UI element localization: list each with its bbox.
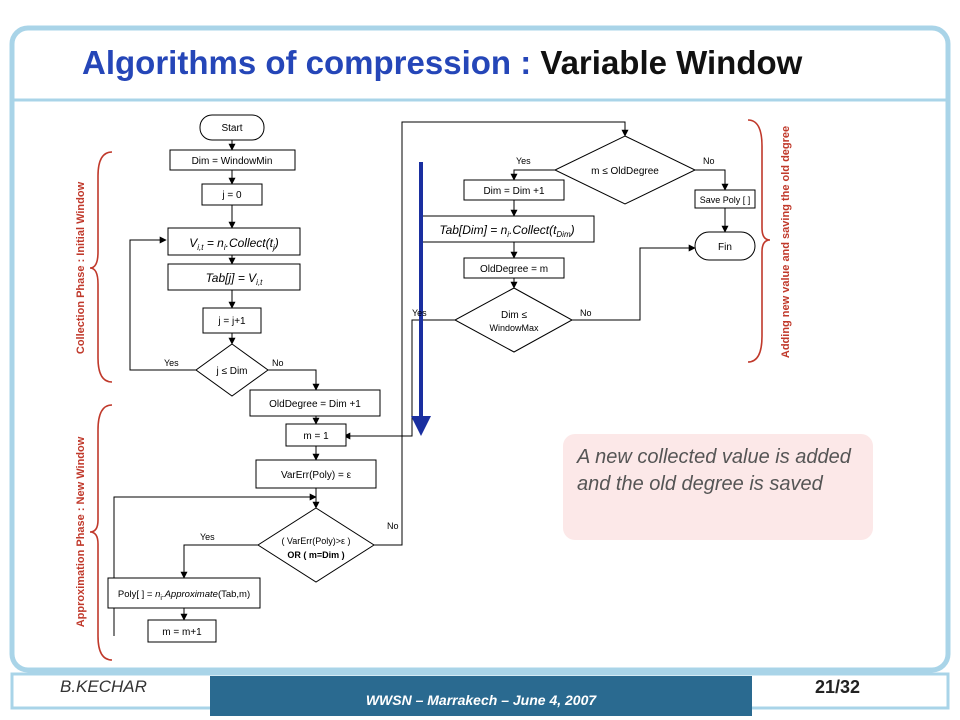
callout-note: A new collected value is added and the o… [563,434,873,540]
adding-phase-label: Adding new value and saving the old degr… [780,126,792,358]
yes-label: Yes [516,156,531,166]
save-poly-box [694,189,756,209]
varerr-label: VarErr(Poly) = ε [281,470,352,481]
dim-windowmin-label: Dim = WindowMin [192,156,273,167]
no-label: No [580,308,592,318]
old-eq-m-label: OldDegree = m [480,264,548,275]
approx-formula: Poly[ ] = ni.Approximate(Tab,m) [118,589,250,602]
m1-label: m = 1 [303,431,329,442]
m-le-old-label: m ≤ OldDegree [591,166,659,177]
no-label: No [272,358,284,368]
old-eq-m-box [463,257,565,279]
yes-label: Yes [200,532,215,542]
dim-le-windowmax-diamond [453,287,574,353]
dim-windowmin-box [169,149,296,171]
start-terminal [199,114,265,141]
j-inc-label: j = j+1 [217,316,246,327]
page-number: 21/32 [815,677,861,697]
approximation-bracket [89,404,113,661]
no-label: No [387,521,399,531]
collection-phase-label: Collection Phase : Initial Window [75,181,87,354]
cond1-label: ( VarErr(Poly)>ε ) [281,536,350,546]
collect-formula: Vi,t = ni.Collect(tj) [189,236,279,252]
adding-bracket [747,119,771,363]
m-inc-box [147,619,217,643]
m1-box [285,423,347,447]
start-label: Start [221,123,242,134]
title-part1: Algorithms of compression : [82,44,532,81]
old-degree-box [249,389,381,417]
tab-dim-formula: Tab[Dim] = ni.Collect(tDim) [439,223,574,239]
save-poly-label: Save Poly [ ] [700,195,751,205]
approximation-phase-label: Approximation Phase : New Window [75,436,87,627]
varerr-box [255,459,377,489]
cond2-label: OR ( m=Dim ) [287,550,344,560]
fin-label: Fin [718,242,732,253]
yes-label: Yes [164,358,179,368]
dim-inc-label: Dim = Dim +1 [483,186,545,197]
no-label: No [703,156,715,166]
approx-box [107,577,261,609]
j-le-dim-label: j ≤ Dim [215,366,247,377]
tab-box [167,263,301,291]
fin-terminal [694,231,756,261]
yes-label: Yes [412,308,427,318]
collect-box [167,227,301,256]
tab-formula: Tab[j] = Vi,t [206,271,264,287]
condition-diamond [257,507,375,583]
footer-conference-bar: WWSN – Marrakech – June 4, 2007 [210,676,752,716]
dim-inc-box [463,179,565,201]
tab-dim-box [419,215,595,243]
dim-le-label: Dim ≤ [501,310,528,321]
j0-box [201,183,263,206]
title-part2: Variable Window [540,44,803,81]
j0-label: j = 0 [221,190,242,201]
footer-author: B.KECHAR [60,677,147,696]
slide-title: Algorithms of compression : Variable Win… [82,44,802,82]
windowmax-label: WindowMax [489,323,539,333]
m-le-olddegree-diamond [553,135,697,205]
m-inc-label: m = m+1 [162,627,202,638]
old-degree-label: OldDegree = Dim +1 [269,399,361,410]
collection-bracket [89,151,113,383]
j-inc-box [202,307,262,334]
j-le-dim-diamond [195,343,269,397]
